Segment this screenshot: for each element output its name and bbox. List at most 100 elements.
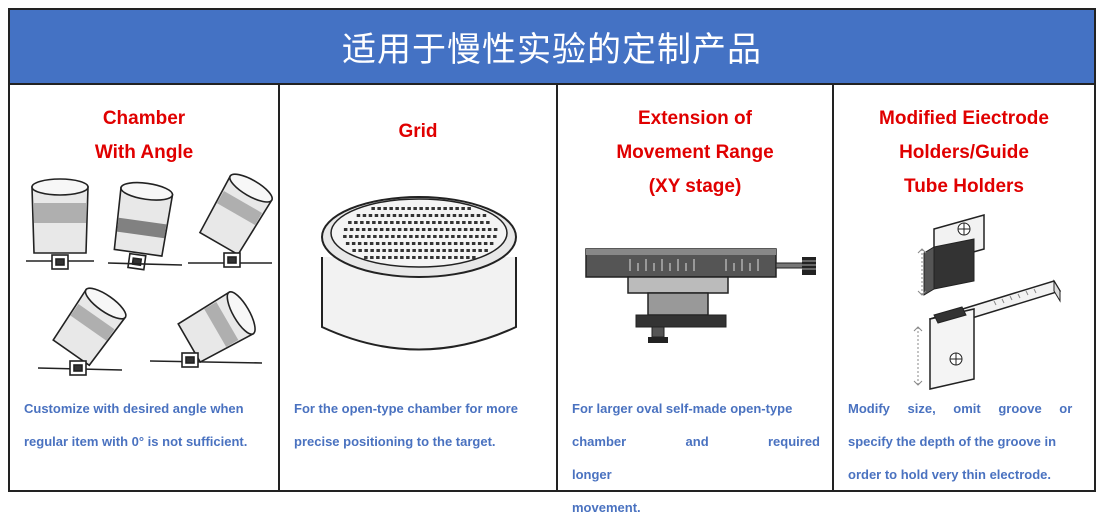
grid-hole (449, 207, 453, 210)
grid-hole (456, 221, 460, 224)
grid-hole (348, 221, 352, 224)
grid-hole (415, 228, 420, 231)
grid-hole (457, 228, 462, 231)
grid-hole (424, 256, 428, 259)
panel-title-line: Movement Range (616, 142, 774, 163)
panel-chamber-with-angle: Chamber With Angle (10, 85, 280, 490)
grid-hole (443, 207, 447, 210)
grid-hole (445, 235, 449, 238)
grid-hole (430, 249, 434, 252)
grid-hole (463, 235, 467, 238)
panel-grid: Grid For the open-type chamber for more … (280, 85, 558, 490)
grid-hole (406, 256, 410, 259)
grid-hole (471, 242, 476, 245)
grid-hole (354, 221, 358, 224)
grid-hole (435, 242, 440, 245)
grid-hole (447, 242, 452, 245)
grid-hole (367, 228, 372, 231)
grid-hole (444, 221, 448, 224)
grid-hole (429, 242, 434, 245)
grid-hole (480, 221, 484, 224)
grid-hole (441, 242, 446, 245)
grid-hole (448, 249, 452, 252)
grid-hole (356, 214, 361, 217)
grid-hole (405, 242, 410, 245)
grid-hole (420, 221, 424, 224)
panel-description: For the open-type chamber for more preci… (294, 401, 518, 449)
grid-hole (394, 256, 398, 259)
grid-hole (364, 256, 368, 259)
panel-title-line: Modified Eiectrode (879, 108, 1049, 129)
grid-hole (493, 235, 497, 238)
grid-hole (362, 214, 367, 217)
grid-hole (438, 221, 442, 224)
grid-hole (415, 235, 419, 238)
grid-hole (478, 249, 482, 252)
grid-hole (423, 242, 428, 245)
grid-hole (421, 228, 426, 231)
grid-hole (375, 242, 380, 245)
grid-hole (446, 214, 451, 217)
grid-hole (414, 221, 418, 224)
grid-hole (381, 242, 386, 245)
grid-hole (458, 214, 463, 217)
angled-chamber-icon (26, 173, 273, 376)
grid-hole (389, 207, 393, 210)
grid-hole (436, 249, 440, 252)
grid-hole (355, 228, 360, 231)
panel-title-line: Grid (398, 121, 438, 142)
grid-hole (364, 249, 368, 252)
grid-hole (472, 256, 476, 259)
grid-hole (481, 228, 486, 231)
grid-hole (382, 256, 386, 259)
grid-hole (361, 228, 366, 231)
grid-hole (392, 214, 397, 217)
grid-hole (400, 256, 404, 259)
grid-hole (468, 221, 472, 224)
grid-hole (467, 207, 471, 210)
grid-hole (376, 249, 380, 252)
grid-hole (442, 249, 446, 252)
grid-hole (395, 207, 399, 210)
grid-hole (391, 228, 396, 231)
grid-hole (475, 228, 480, 231)
grid-hole (440, 214, 445, 217)
grid-hole (427, 235, 431, 238)
grid-hole (487, 235, 491, 238)
panel-title-line: Holders/Guide (899, 142, 1029, 163)
grid-hole (442, 256, 446, 259)
grid-hole (466, 249, 470, 252)
grid-hole (451, 228, 456, 231)
grid-hole (366, 221, 370, 224)
grid-hole (385, 228, 390, 231)
grid-hole (433, 228, 438, 231)
grid-hole (386, 214, 391, 217)
grid-hole (397, 235, 401, 238)
grid-hole (465, 242, 470, 245)
grid-hole (418, 249, 422, 252)
grid-hole (451, 235, 455, 238)
grid-hole (398, 214, 403, 217)
grid-hole (387, 242, 392, 245)
product-figure: 适用于慢性实验的定制产品 Chamber With Angle (8, 8, 1096, 515)
grid-hole (370, 249, 374, 252)
grid-hole (385, 235, 389, 238)
grid-hole (372, 221, 376, 224)
grid-hole (477, 242, 482, 245)
grid-hole (431, 207, 435, 210)
grid-hole (450, 221, 454, 224)
grid-hole (460, 256, 464, 259)
grid-hole (461, 207, 465, 210)
grid-hole (439, 228, 444, 231)
grid-hole (475, 235, 479, 238)
grid-hole (464, 214, 469, 217)
grid-hole (416, 214, 421, 217)
grid-hole (345, 242, 350, 245)
grid-hole (439, 235, 443, 238)
grid-hole (367, 235, 371, 238)
grid-hole (349, 235, 353, 238)
panel-title-line: Tube Holders (904, 176, 1024, 197)
panel-title-line: With Angle (94, 142, 194, 163)
grid-hole (470, 214, 475, 217)
grid-hole (462, 221, 466, 224)
